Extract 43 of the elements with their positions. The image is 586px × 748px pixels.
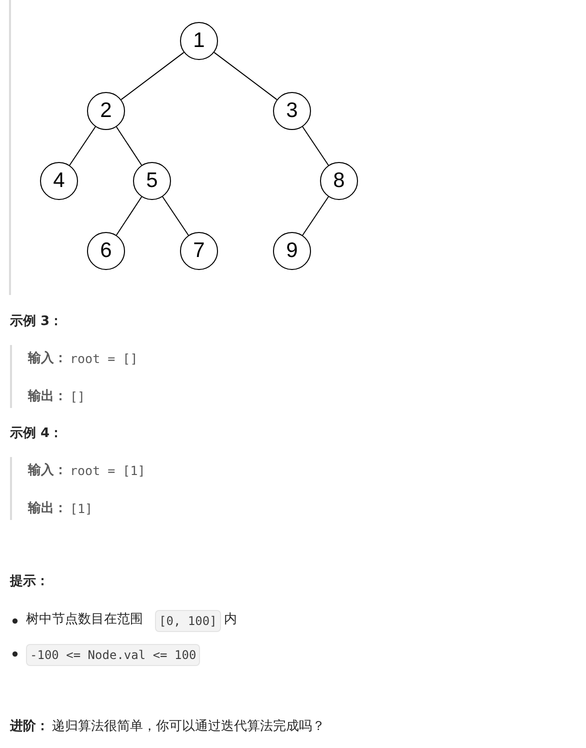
tree-edge (120, 52, 184, 100)
tree-node-circle (180, 232, 218, 270)
tree-edge (116, 196, 142, 236)
hint-heading: 提示： (10, 573, 49, 591)
output-value: [] (70, 388, 86, 406)
follow-up-text: 递归算法很简单，你可以通过迭代算法完成吗？ (52, 718, 325, 736)
tree-edge (69, 126, 96, 166)
tree-node-circle (40, 162, 78, 200)
inline-code: -100 <= Node.val <= 100 (26, 644, 200, 666)
output-label: 输出： (28, 500, 67, 518)
input-label: 输入： (28, 350, 67, 368)
node-value: 4 (53, 169, 65, 193)
node-value: 3 (286, 99, 298, 123)
example-heading: 示例 3： (10, 313, 63, 331)
node-value: 2 (100, 99, 112, 123)
tree-node-circle (273, 92, 311, 130)
node-value: 6 (100, 239, 112, 263)
hint-text: 树中节点数目在范围 (26, 611, 143, 629)
example-heading: 示例 4： (10, 425, 63, 443)
tree-edge (302, 126, 329, 166)
node-value: 5 (146, 169, 158, 193)
input-value: root = [] (70, 350, 138, 368)
tree-edge (162, 196, 189, 236)
output-label: 输出： (28, 388, 67, 406)
node-value: 8 (333, 169, 345, 193)
node-value: 1 (193, 29, 205, 53)
node-value: 7 (193, 239, 205, 263)
inline-code: [0, 100] (155, 610, 221, 632)
tree-node-circle (320, 162, 358, 200)
node-value: 9 (286, 239, 298, 263)
tree-edge (214, 52, 278, 100)
hint-text: 内 (224, 611, 237, 629)
tree-node-circle (87, 92, 125, 130)
tree-node-circle (87, 232, 125, 270)
follow-up-heading: 进阶： (10, 718, 49, 736)
tree-node-circle (133, 162, 171, 200)
tree-node-circle (273, 232, 311, 270)
tree-node-circle (180, 22, 218, 60)
input-label: 输入： (28, 462, 67, 480)
output-value: [1] (70, 500, 93, 518)
tree-edge (116, 126, 142, 166)
input-value: root = [1] (70, 462, 146, 480)
tree-edge (302, 196, 329, 236)
